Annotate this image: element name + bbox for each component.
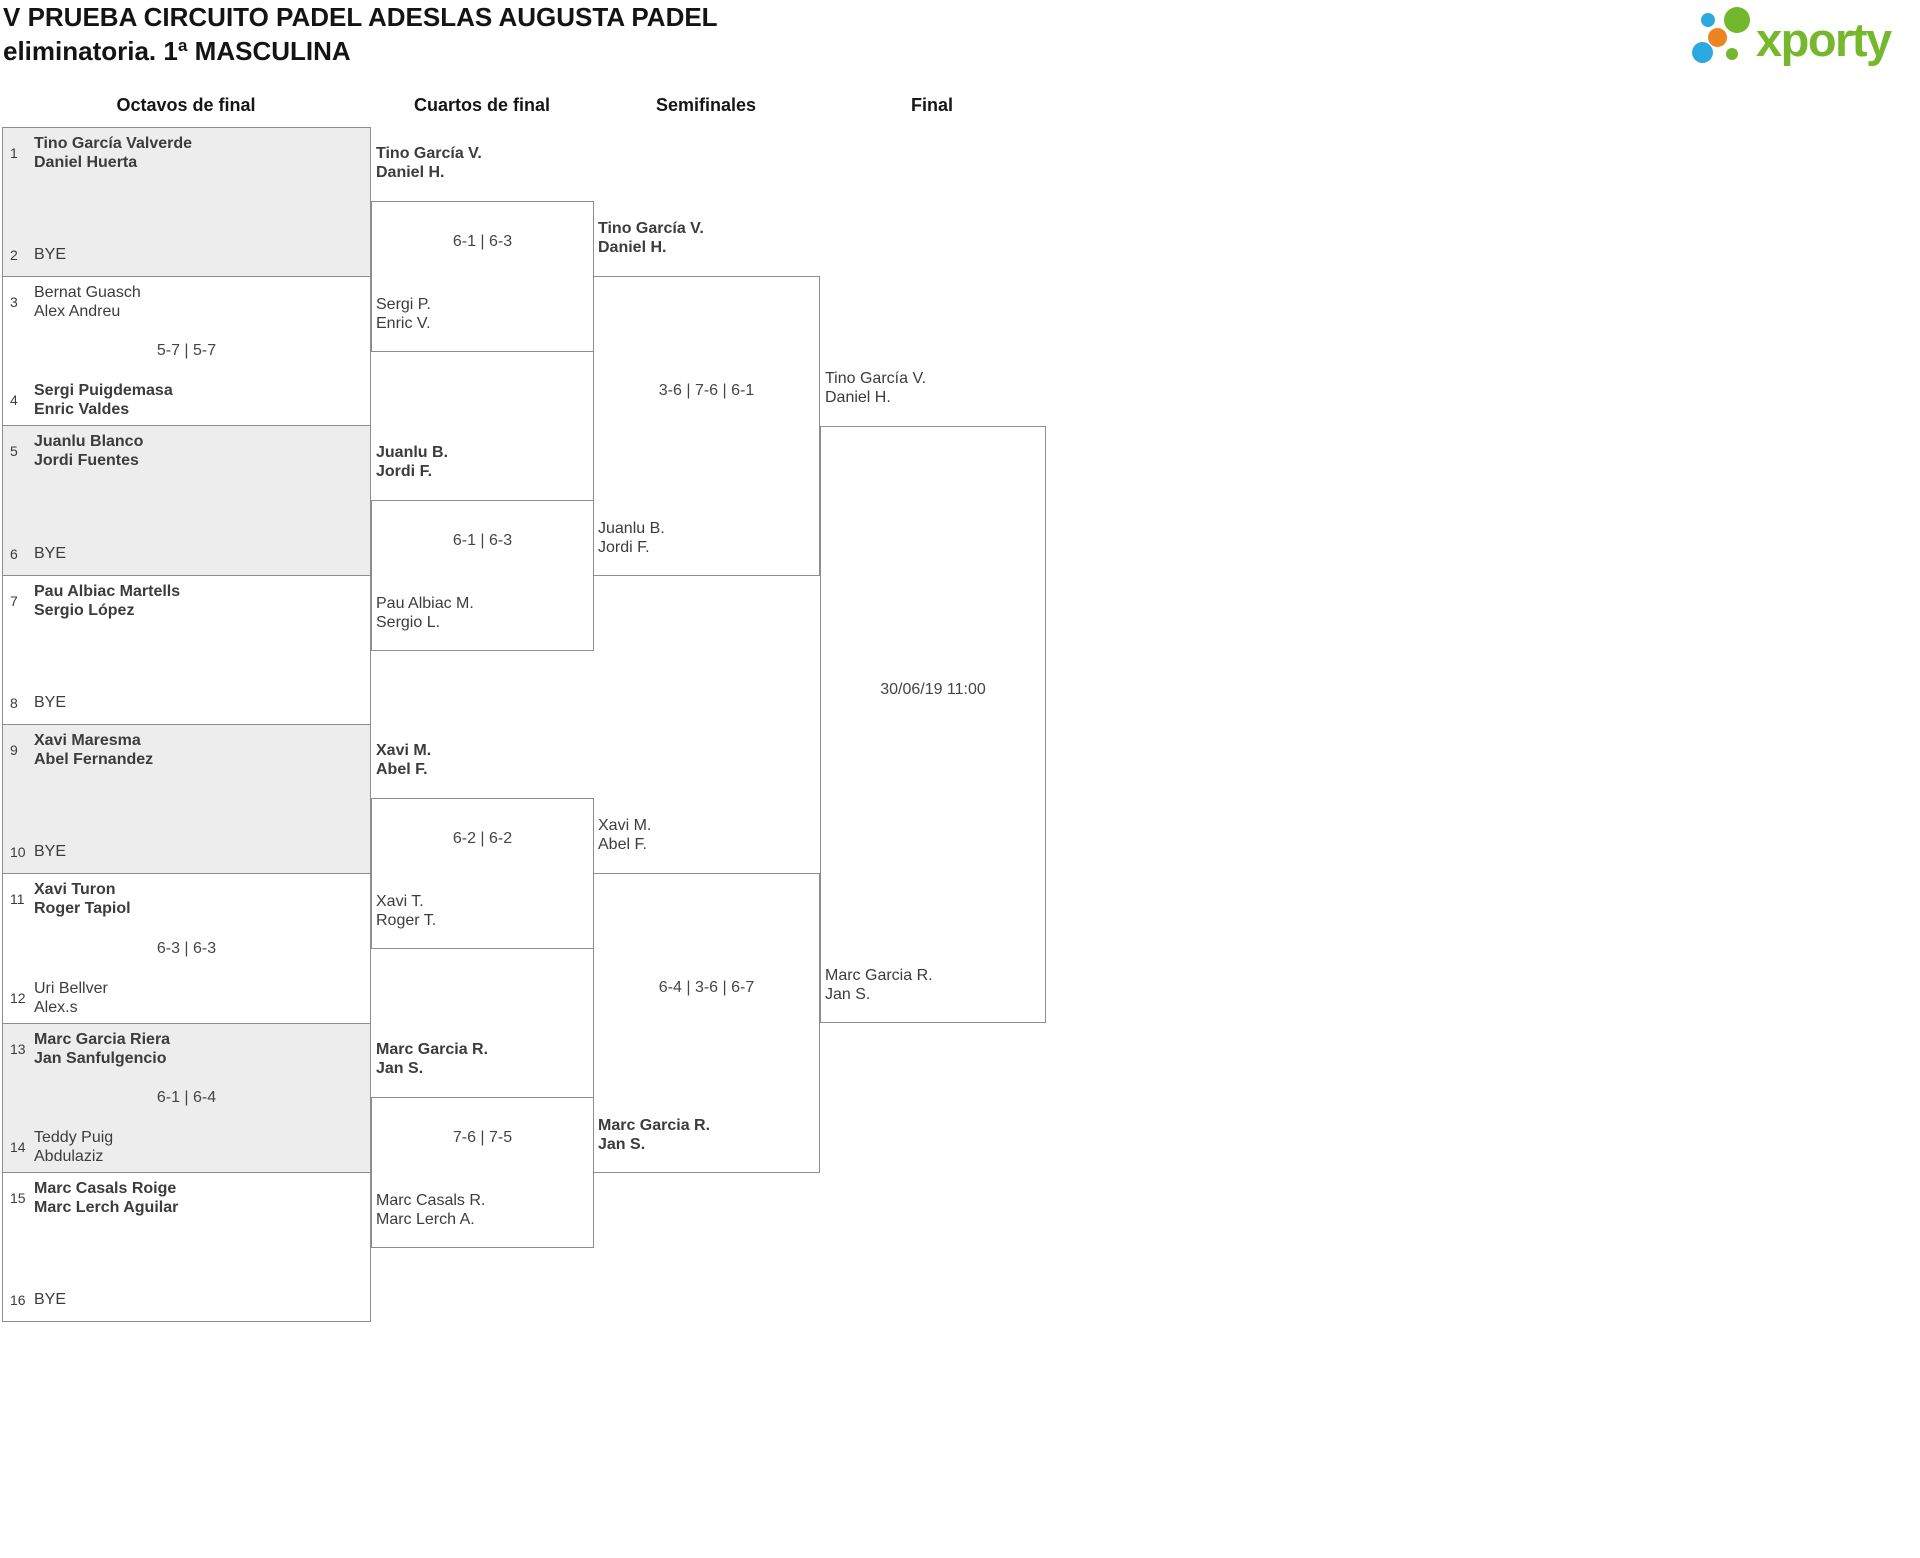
final-match-box: 30/06/19 11:00 [820,426,1046,1023]
seed-number: 7 [10,593,18,609]
team-slot: 10 BYE [10,842,364,861]
page-title: V PRUEBA CIRCUITO PADEL ADESLAS AUGUSTA … [3,2,718,32]
sf-match-2-box: 6-4 | 3-6 | 6-7 [593,873,820,1173]
seed-number: 2 [10,246,18,263]
match-score: 6-1 | 6-4 [156,1089,217,1106]
team-name: Marc Casals R.Marc Lerch A. [376,1192,486,1228]
team-name: Tino García V.Daniel H. [825,370,927,406]
match-score: 6-4 | 3-6 | 6-7 [658,979,755,996]
team-slot: 16 BYE [10,1290,364,1309]
seed-number: 10 [10,843,26,860]
seed-number: 6 [10,545,18,562]
team-name: Xavi T.Roger T. [376,893,437,929]
team-slot: 8 BYE [10,693,364,712]
seed-number: 12 [10,990,26,1006]
match-score: 5-7 | 5-7 [156,342,217,359]
team-name: Xavi M.Abel F. [376,742,432,778]
bye-label: BYE [34,843,67,860]
bye-label: BYE [34,694,67,711]
match-score: 6-3 | 6-3 [156,939,217,957]
round-header-cuartos: Cuartos de final [413,95,551,115]
logo-dot-green-large-icon [1724,7,1750,33]
seed-number: 15 [10,1190,26,1206]
bye-label: BYE [34,545,67,562]
bye-label: BYE [34,1291,67,1308]
round-header-semifinales: Semifinales [655,95,757,115]
team-name: Marc Garcia R.Jan S. [598,1117,711,1153]
seed-number: 4 [10,392,18,408]
seed-number: 5 [10,443,18,459]
team-name: Tino García V.Daniel H. [598,220,704,256]
team-name: Juanlu B.Jordi F. [598,520,665,556]
sf-match-1-box: 3-6 | 7-6 | 6-1 [593,276,820,576]
team-name: Marc Garcia R.Jan S. [825,967,933,1003]
team-name: Tino García V.Daniel H. [376,145,482,181]
logo-dot-green-small-icon [1726,48,1738,60]
team-name: Marc Garcia R.Jan S. [376,1041,489,1077]
seed-number: 14 [10,1139,26,1155]
match-score: 7-6 | 7-5 [452,1128,513,1146]
logo-wordmark: xporty [1756,13,1892,66]
round-header-octavos: Octavos de final [116,95,256,115]
seed-number: 9 [10,742,18,758]
match-score: 6-2 | 6-2 [452,829,513,847]
seed-number: 11 [10,891,25,907]
match-datetime: 30/06/19 11:00 [880,680,986,698]
team-slot: 6 BYE [10,544,364,563]
round-header-final: Final [910,95,953,115]
logo-dot-orange-icon [1708,28,1727,47]
page-subtitle: eliminatoria. 1ª MASCULINA [3,36,351,66]
team-name: Pau Albiac M.Sergio L. [376,595,474,631]
logo-dot-blue-small-icon [1701,13,1715,27]
seed-number: 8 [10,694,18,711]
logo-dot-blue-large-icon [1692,42,1713,63]
team-name: Juanlu B.Jordi F. [376,444,449,480]
match-score: 3-6 | 7-6 | 6-1 [658,382,755,399]
match-score: 6-1 | 6-3 [452,232,513,250]
seed-number: 13 [10,1041,26,1057]
seed-number: 1 [10,145,18,161]
team-name: Sergi P.Enric V. [376,296,431,332]
seed-number: 3 [10,294,18,310]
bye-label: BYE [34,246,67,263]
team-slot: 2 BYE [10,245,364,264]
match-score: 6-1 | 6-3 [452,531,513,549]
team-name: Xavi M.Abel F. [598,817,652,853]
seed-number: 16 [10,1291,26,1308]
